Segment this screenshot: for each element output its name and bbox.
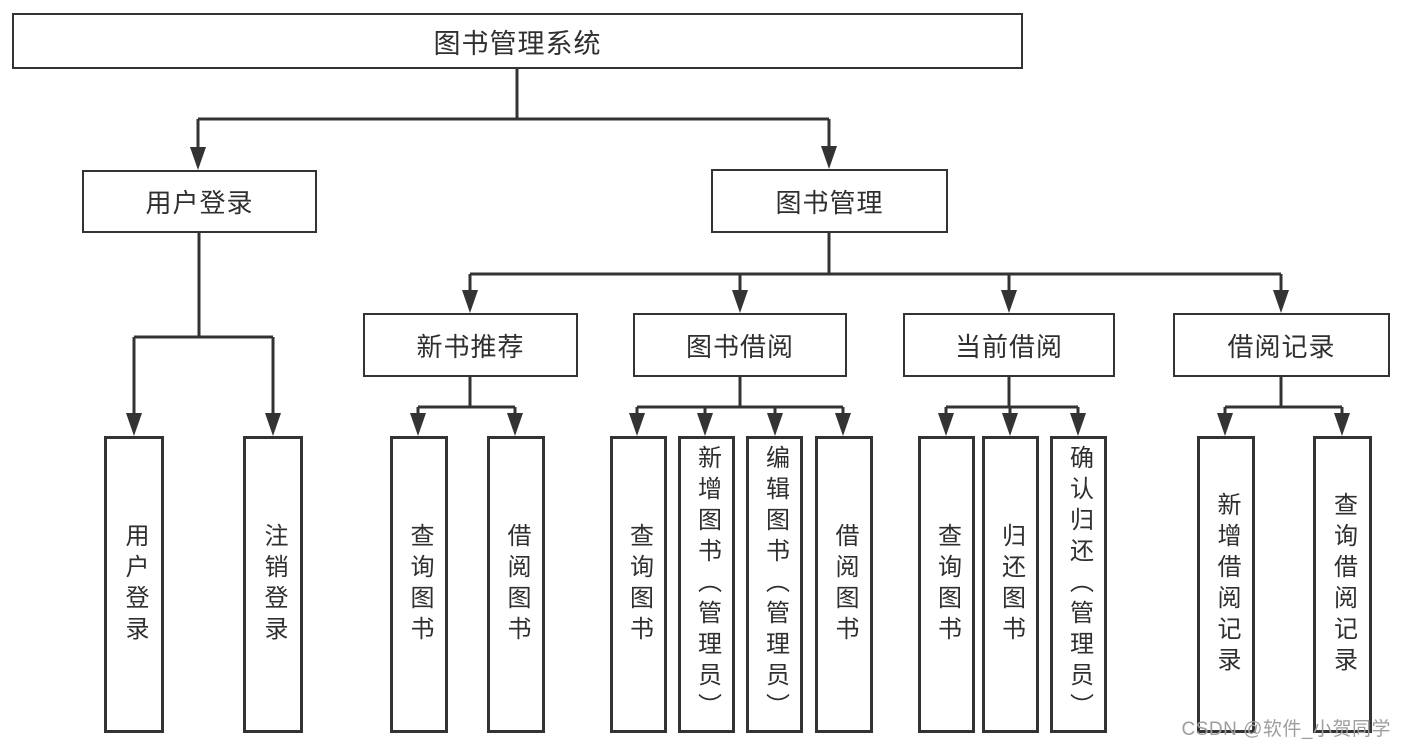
leaf-return-books: 归还图书 [982, 436, 1039, 733]
leaf-label: 编辑图书（管理员） [761, 445, 789, 724]
leaf-label: 新增图书（管理员） [693, 445, 721, 724]
leaf-label: 查询图书 [406, 522, 433, 647]
csdn-watermark: CSDN @软件_小贺同学 [1181, 719, 1391, 740]
node-book-borrow: 图书借阅 [633, 313, 847, 377]
node-library-management-system: 图书管理系统 [12, 13, 1023, 69]
leaf-add-books-admin: 新增图书（管理员） [678, 436, 735, 733]
leaf-label: 新增借阅记录 [1213, 491, 1240, 678]
node-book-management: 图书管理 [711, 169, 948, 233]
leaf-label: 查询借阅记录 [1329, 491, 1357, 678]
leaf-label: 查询图书 [933, 522, 961, 647]
node-new-book-recommend: 新书推荐 [363, 313, 578, 377]
node-label: 借阅记录 [1227, 331, 1336, 362]
node-user-login: 用户登录 [82, 170, 317, 233]
leaf-label: 注销登录 [260, 522, 287, 647]
leaf-edit-books-admin: 编辑图书（管理员） [746, 436, 803, 733]
leaf-recommend-query-books: 查询图书 [390, 436, 448, 733]
node-label: 新书推荐 [416, 331, 525, 362]
leaf-recommend-borrow-books: 借阅图书 [487, 436, 545, 733]
node-label: 图书管理 [775, 187, 884, 218]
node-label: 当前借阅 [954, 331, 1063, 362]
leaf-label: 借阅图书 [831, 522, 858, 647]
leaf-current-query-books: 查询图书 [918, 436, 975, 733]
leaf-logout: 注销登录 [243, 436, 303, 733]
leaf-borrow-books: 借阅图书 [815, 436, 873, 733]
leaf-confirm-return-admin: 确认归还（管理员） [1050, 436, 1107, 733]
node-current-borrow: 当前借阅 [903, 313, 1115, 377]
leaf-add-borrow-record: 新增借阅记录 [1197, 436, 1255, 733]
leaf-label: 查询图书 [625, 522, 653, 647]
leaf-user-login: 用户登录 [104, 436, 164, 733]
leaf-label: 借阅图书 [503, 522, 530, 647]
node-borrow-records: 借阅记录 [1173, 313, 1390, 377]
leaf-borrow-query-books: 查询图书 [610, 436, 667, 733]
node-label: 图书管理系统 [433, 28, 602, 59]
node-label: 用户登录 [145, 188, 254, 218]
leaf-query-borrow-record: 查询借阅记录 [1313, 436, 1372, 733]
leaf-label: 用户登录 [121, 522, 148, 647]
node-label: 图书借阅 [685, 331, 794, 362]
leaf-label: 归还图书 [997, 522, 1025, 647]
leaf-label: 确认归还（管理员） [1065, 445, 1093, 724]
